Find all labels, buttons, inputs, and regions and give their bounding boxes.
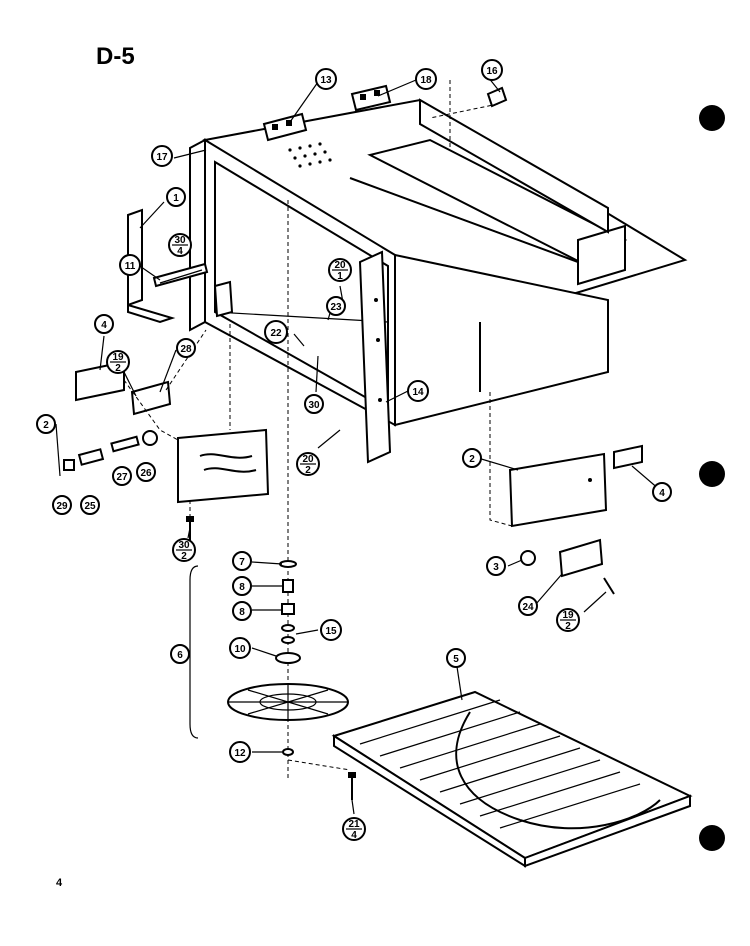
diagram-title: D-5 — [96, 43, 135, 70]
left-control-panel — [75, 360, 270, 504]
callout-19-left-num: 19 — [112, 352, 124, 363]
callout-12: 12 — [234, 748, 246, 759]
right-switch — [520, 538, 615, 595]
callout-19-right-den: 2 — [565, 621, 571, 632]
base-screw — [348, 772, 356, 800]
heater-element-bar — [152, 262, 209, 288]
callout-fraction-bars — [110, 244, 576, 830]
fan-blade — [227, 683, 349, 721]
binder-hole-top — [699, 105, 725, 131]
callout-23: 23 — [330, 302, 342, 313]
spring-and-shaft — [63, 430, 158, 471]
callout-8-a: 8 — [239, 582, 245, 593]
binder-hole-bottom — [699, 825, 725, 851]
callout-20-2-den: 2 — [305, 465, 311, 476]
right-control-panel — [508, 444, 643, 528]
callout-26: 26 — [140, 468, 152, 479]
callout-10: 10 — [234, 644, 246, 655]
callout-18: 18 — [420, 75, 432, 86]
callout-22: 22 — [270, 328, 282, 339]
callout-3: 3 — [493, 562, 499, 573]
callout-5: 5 — [453, 654, 459, 665]
callout-30-4-den: 4 — [177, 246, 183, 257]
callout-19-right-num: 19 — [562, 610, 574, 621]
callout-labels: 1 2 2 3 4 4 5 6 7 8 8 10 11 12 13 14 15 … — [43, 66, 665, 841]
callout-29: 29 — [56, 501, 68, 512]
callout-8-b: 8 — [239, 607, 245, 618]
top-vent-holes — [288, 142, 332, 168]
callout-17: 17 — [156, 152, 168, 163]
callout-24: 24 — [522, 602, 534, 613]
vertical-mounting-bracket — [358, 250, 392, 464]
callout-4-left: 4 — [101, 320, 107, 331]
callout-16: 16 — [486, 66, 498, 77]
page-number: 4 — [56, 877, 63, 889]
callout-20-1-den: 1 — [337, 271, 343, 282]
callout-30-2-den: 2 — [181, 551, 187, 562]
binder-hole-middle — [699, 461, 725, 487]
callout-30-4-num: 30 — [174, 235, 186, 246]
callout-21-num: 21 — [348, 819, 360, 830]
callout-6: 6 — [177, 650, 183, 661]
callout-4-right: 4 — [659, 488, 665, 499]
callout-11: 11 — [125, 261, 136, 272]
callout-20-2-num: 20 — [302, 454, 314, 465]
callout-2-left: 2 — [43, 420, 49, 431]
callout-27: 27 — [116, 472, 128, 483]
top-terminal-block-right — [350, 84, 392, 112]
callout-14: 14 — [412, 387, 424, 398]
assembly-guide-lines — [123, 80, 513, 771]
callout-19-left-den: 2 — [115, 363, 121, 374]
callout-1: 1 — [173, 193, 179, 204]
callout-21-den: 4 — [351, 830, 357, 841]
callout-30: 30 — [308, 400, 320, 411]
callout-25: 25 — [84, 501, 96, 512]
leader-lines — [55, 71, 661, 815]
callout-7: 7 — [239, 557, 245, 568]
assembly-bracket — [189, 565, 199, 739]
cabinet-shell — [189, 98, 688, 427]
callout-15: 15 — [325, 626, 337, 637]
callout-2-right: 2 — [469, 454, 475, 465]
top-terminal-block-left — [262, 112, 308, 142]
callout-30-2-num: 30 — [178, 540, 190, 551]
top-clip — [486, 86, 508, 108]
callout-28: 28 — [180, 344, 192, 355]
base-pan — [331, 690, 693, 868]
callout-13: 13 — [320, 75, 332, 86]
callout-20-1-num: 20 — [334, 260, 346, 271]
